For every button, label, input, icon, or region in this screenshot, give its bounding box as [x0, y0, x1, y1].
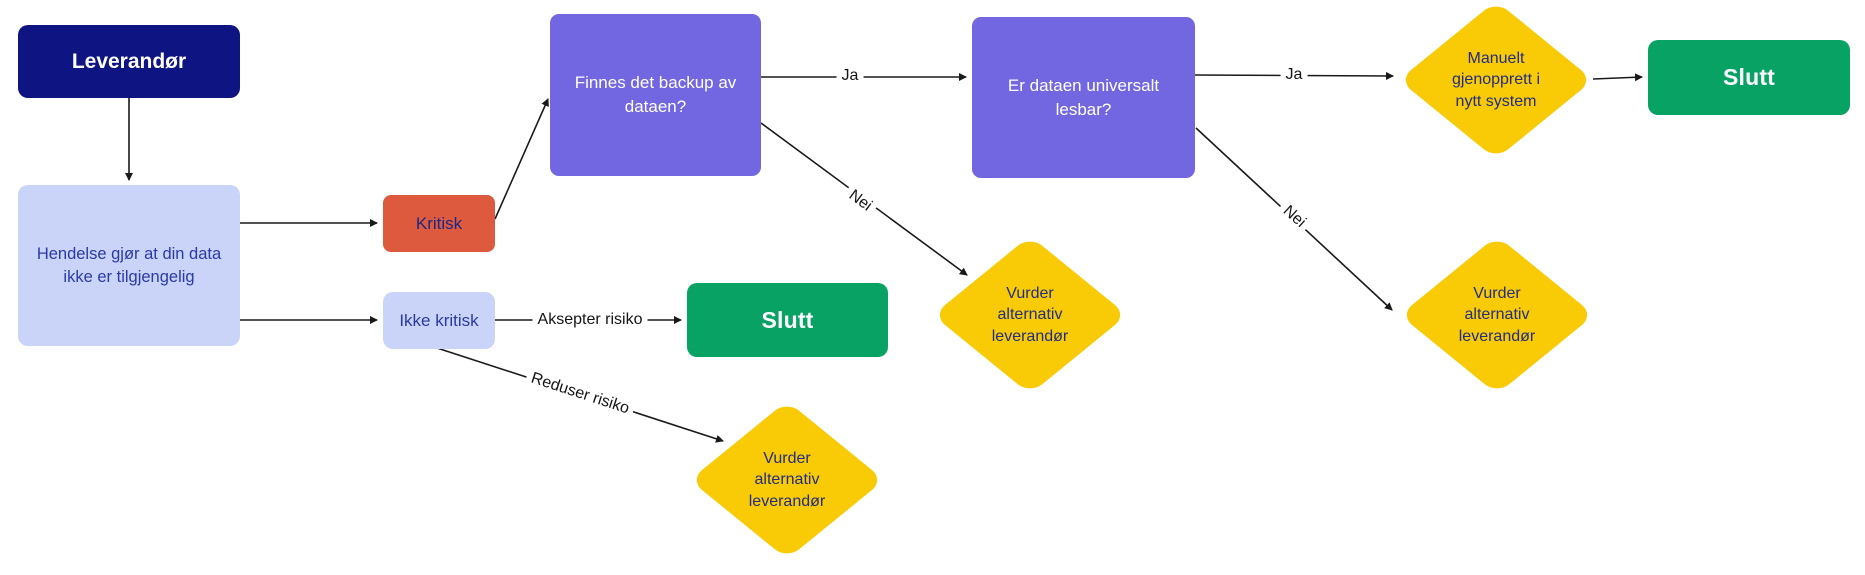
node-label-text: Vurder alternativ leverandør [991, 284, 1069, 345]
node-label-text: Manuelt gjenopprett i nytt system [1451, 49, 1541, 110]
node-label-text: Vurder alternativ leverandør [748, 449, 826, 510]
node-ikke-kritisk[interactable]: Ikke kritisk [383, 292, 495, 349]
node-finnes-backup[interactable]: Finnes det backup av dataen? [550, 14, 761, 176]
edge-label-ja-lesbar: Ja [1280, 66, 1308, 84]
node-er-lesbar[interactable]: Er dataen universalt lesbar? [972, 17, 1195, 178]
node-vurder-alternativ-mid[interactable]: Vurder alternativ leverandør [932, 235, 1128, 395]
edge-label-reduser-risiko: Reduser risiko [523, 368, 637, 420]
node-manuelt-gjenopprett[interactable]: Manuelt gjenopprett i nytt system [1398, 0, 1594, 160]
node-label: Vurder alternativ leverandør [1400, 236, 1594, 394]
node-label: Vurder alternativ leverandør [690, 401, 884, 559]
edge-label-nei-lesbar: Nei [1275, 198, 1313, 236]
node-hendelse[interactable]: Hendelse gjør at din data ikke er tilgje… [18, 185, 240, 346]
node-label: Er dataen universalt lesbar? [1007, 75, 1160, 119]
node-label: Kritisk [415, 213, 463, 233]
edge-label-aksepter-risiko: Aksepter risiko [532, 311, 648, 329]
node-label: Slutt [761, 306, 814, 333]
node-label: Finnes det backup av dataen? [574, 73, 737, 116]
node-leverandor[interactable]: Leverandør [18, 25, 240, 98]
node-slutt-top[interactable]: Slutt [1648, 40, 1850, 115]
node-vurder-alternativ-bottom[interactable]: Vurder alternativ leverandør [689, 400, 885, 560]
edge-manuelt-slutt [1592, 73, 1643, 82]
node-kritisk[interactable]: Kritisk [383, 195, 495, 252]
node-label: Slutt [1722, 64, 1776, 90]
node-vurder-alternativ-right[interactable]: Vurder alternativ leverandør [1399, 235, 1595, 395]
node-label: Hendelse gjør at din data ikke er tilgje… [36, 244, 222, 286]
node-label-text: Vurder alternativ leverandør [1458, 284, 1536, 345]
edge-label-ja-backup: Ja [836, 67, 864, 85]
node-slutt-mid[interactable]: Slutt [687, 283, 888, 357]
edge-kritisk-backup [494, 98, 549, 220]
node-label: Manuelt gjenopprett i nytt system [1399, 1, 1593, 159]
node-label: Leverandør [71, 49, 187, 73]
node-label: Ikke kritisk [399, 311, 479, 330]
node-label: Vurder alternativ leverandør [933, 236, 1127, 394]
edge-label-nei-backup: Nei [840, 183, 880, 219]
